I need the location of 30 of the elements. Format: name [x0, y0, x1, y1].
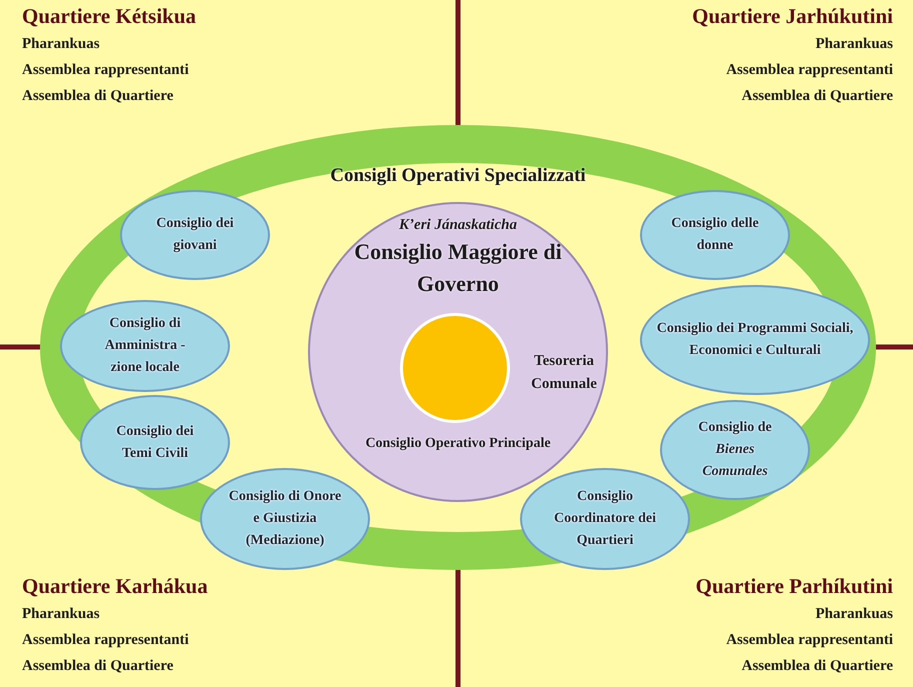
district-title: Quartiere Jarhúkutini	[692, 4, 893, 29]
district-item: Assemblea di Quartiere	[742, 658, 893, 675]
district-item: Pharankuas	[815, 606, 893, 623]
district-item: Assemblea di Quartiere	[22, 658, 174, 675]
ring-title: Consigli Operativi Specializzati	[329, 165, 587, 188]
council-name: Consiglio dei Temi Civili	[115, 422, 195, 462]
district-title: Quartiere Kétsikua	[22, 4, 196, 29]
council-name: Consiglio dei Programmi Sociali, Economici e Culturali	[656, 320, 854, 360]
district-item: Pharankuas	[815, 36, 893, 53]
council-title: Consiglio Maggiore di Governo	[353, 238, 563, 298]
council-name: Consiglio Operativo Principale	[364, 436, 552, 453]
council-name: Tesoreria Comunale	[530, 352, 598, 394]
district-item: Pharankuas	[22, 606, 100, 623]
district-title: Quartiere Parhíkutini	[696, 574, 893, 599]
district-item: Pharankuas	[22, 36, 100, 53]
council-name: Consiglio delle donne	[670, 215, 760, 255]
district-item: Assemblea rappresentanti	[726, 632, 893, 649]
council-name: Consiglio di Amministra -zione locale	[104, 315, 186, 377]
council-name: Consiglio dei giovani	[155, 215, 235, 255]
district-item: Assemblea rappresentanti	[726, 62, 893, 79]
district-title: Quartiere Karhákua	[22, 574, 208, 599]
council-name: Consiglio Coordinatore dei Quartieri	[552, 488, 657, 550]
district-item: Assemblea rappresentanti	[22, 632, 189, 649]
council-name: Consiglio di Onore e Giustizia (Mediazione)	[228, 488, 342, 550]
ring-band	[40, 125, 876, 570]
council-name: Consiglio de Bienes Comunales	[697, 419, 773, 481]
district-item: Assemblea di Quartiere	[22, 88, 174, 105]
district-item: Assemblea di Quartiere	[742, 88, 893, 105]
council-subtitle: K’eri Jánaskaticha	[398, 216, 518, 234]
district-item: Assemblea rappresentanti	[22, 62, 189, 79]
